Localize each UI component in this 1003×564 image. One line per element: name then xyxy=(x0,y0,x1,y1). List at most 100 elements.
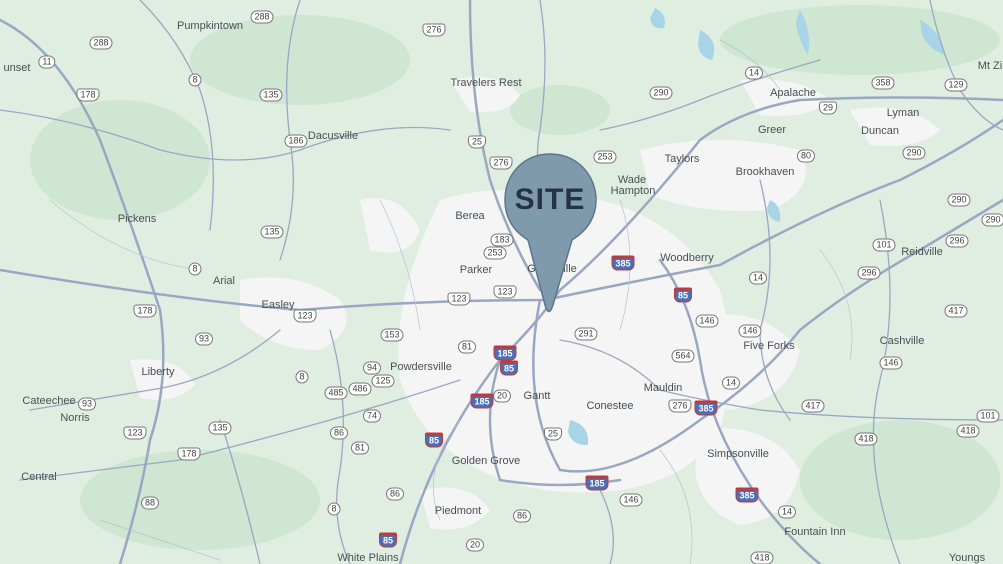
state-route-shield-icon: 14 xyxy=(748,271,768,285)
place-label: Greer xyxy=(757,124,787,136)
state-route-shield-icon: 288 xyxy=(250,10,274,24)
place-label: Taylors xyxy=(664,153,700,165)
state-route-shield-icon: 288 xyxy=(89,36,113,50)
state-route-shield-icon: 290 xyxy=(947,193,971,207)
state-route-shield-icon: 564 xyxy=(671,349,695,363)
us-route-shield-icon: 178 xyxy=(177,447,201,461)
site-marker-label[interactable]: SITE xyxy=(514,183,586,216)
place-label: Berea xyxy=(455,210,485,222)
interstate-shield-icon: 85 xyxy=(424,432,444,448)
state-route-shield-icon: 8 xyxy=(327,502,341,516)
state-route-shield-icon: 290 xyxy=(981,213,1003,227)
interstate-shield-icon: 185 xyxy=(493,345,517,361)
state-route-shield-icon: 291 xyxy=(574,327,598,341)
us-route-shield-icon: 276 xyxy=(489,156,513,170)
state-route-shield-icon: 146 xyxy=(695,314,719,328)
place-label: Apalache xyxy=(770,87,816,99)
interstate-shield-icon: 85 xyxy=(673,287,693,303)
state-route-shield-icon: 81 xyxy=(457,340,477,354)
us-route-shield-icon: 29 xyxy=(818,101,838,115)
us-route-shield-icon: 178 xyxy=(76,88,100,102)
state-route-shield-icon: 93 xyxy=(194,332,214,346)
state-route-shield-icon: 14 xyxy=(744,66,764,80)
place-label: Conestee xyxy=(586,400,634,412)
place-label: Reidville xyxy=(901,246,943,258)
interstate-shield-icon: 85 xyxy=(499,360,519,376)
state-route-shield-icon: 135 xyxy=(260,225,284,239)
state-route-shield-icon: 86 xyxy=(329,426,349,440)
place-label: Fountain Inn xyxy=(784,526,846,538)
place-label: Simpsonville xyxy=(707,448,769,460)
interstate-shield-icon: 385 xyxy=(694,400,718,416)
place-label: Powdersville xyxy=(390,361,452,373)
us-route-shield-icon: 123 xyxy=(293,309,317,323)
state-route-shield-icon: 418 xyxy=(854,432,878,446)
state-route-shield-icon: 486 xyxy=(348,382,372,396)
place-label: Parker xyxy=(459,264,493,276)
us-route-shield-icon: 276 xyxy=(668,399,692,413)
state-route-shield-icon: 20 xyxy=(465,538,485,552)
place-label: Travelers Rest xyxy=(450,77,522,89)
state-route-shield-icon: 101 xyxy=(976,409,1000,423)
state-route-shield-icon: 94 xyxy=(362,361,382,375)
place-label: Arial xyxy=(212,275,236,287)
place-label: Gantt xyxy=(523,390,551,402)
state-route-shield-icon: 80 xyxy=(796,149,816,163)
place-label: unset xyxy=(3,62,31,74)
place-label: Pumpkintown xyxy=(176,20,244,32)
state-route-shield-icon: 8 xyxy=(188,73,202,87)
state-route-shield-icon: 86 xyxy=(512,509,532,523)
place-label: White Plains xyxy=(337,552,399,564)
state-route-shield-icon: 485 xyxy=(324,386,348,400)
state-route-shield-icon: 146 xyxy=(738,324,762,338)
water-bodies xyxy=(568,8,945,446)
state-route-shield-icon: 290 xyxy=(902,146,926,160)
interstate-shield-icon: 185 xyxy=(585,475,609,491)
place-label: Five Forks xyxy=(743,340,795,352)
state-route-shield-icon: 418 xyxy=(750,551,774,564)
state-route-shield-icon: 358 xyxy=(871,76,895,90)
state-route-shield-icon: 153 xyxy=(380,328,404,342)
state-route-shield-icon: 14 xyxy=(721,376,741,390)
place-label: Mauldin xyxy=(643,382,683,394)
place-label: Lyman xyxy=(886,107,920,119)
state-route-shield-icon: 74 xyxy=(362,409,382,423)
place-label: Duncan xyxy=(861,125,899,137)
state-route-shield-icon: 101 xyxy=(872,238,896,252)
state-route-shield-icon: 8 xyxy=(295,370,309,384)
us-route-shield-icon: 25 xyxy=(543,427,563,441)
us-route-shield-icon: 123 xyxy=(123,426,147,440)
state-route-shield-icon: 253 xyxy=(483,246,507,260)
state-route-shield-icon: 290 xyxy=(649,86,673,100)
us-route-shield-icon: 276 xyxy=(422,23,446,37)
place-label: Central xyxy=(21,471,57,483)
place-label: Hampton xyxy=(610,185,656,197)
place-label: Cashville xyxy=(879,335,925,347)
place-label: Brookhaven xyxy=(735,166,795,178)
state-route-shield-icon: 8 xyxy=(188,262,202,276)
interstate-shield-icon: 385 xyxy=(735,487,759,503)
state-route-shield-icon: 296 xyxy=(945,234,969,248)
state-route-shield-icon: 93 xyxy=(77,397,97,411)
place-label: Piedmont xyxy=(434,505,482,517)
state-route-shield-icon: 135 xyxy=(208,421,232,435)
state-route-shield-icon: 11 xyxy=(38,55,56,69)
state-route-shield-icon: 135 xyxy=(259,88,283,102)
state-route-shield-icon: 14 xyxy=(777,505,797,519)
us-route-shield-icon: 25 xyxy=(467,135,487,149)
place-label: Dacusville xyxy=(307,130,359,142)
state-route-shield-icon: 146 xyxy=(879,356,903,370)
state-route-shield-icon: 125 xyxy=(371,374,395,388)
state-route-shield-icon: 253 xyxy=(593,150,617,164)
interstate-shield-icon: 85 xyxy=(378,532,398,548)
state-route-shield-icon: 296 xyxy=(857,266,881,280)
place-label: Pickens xyxy=(117,213,157,225)
place-label: Youngs xyxy=(948,552,986,564)
place-label: Easley xyxy=(261,299,295,311)
forest-areas xyxy=(30,5,1000,550)
us-route-shield-icon: 178 xyxy=(133,304,157,318)
